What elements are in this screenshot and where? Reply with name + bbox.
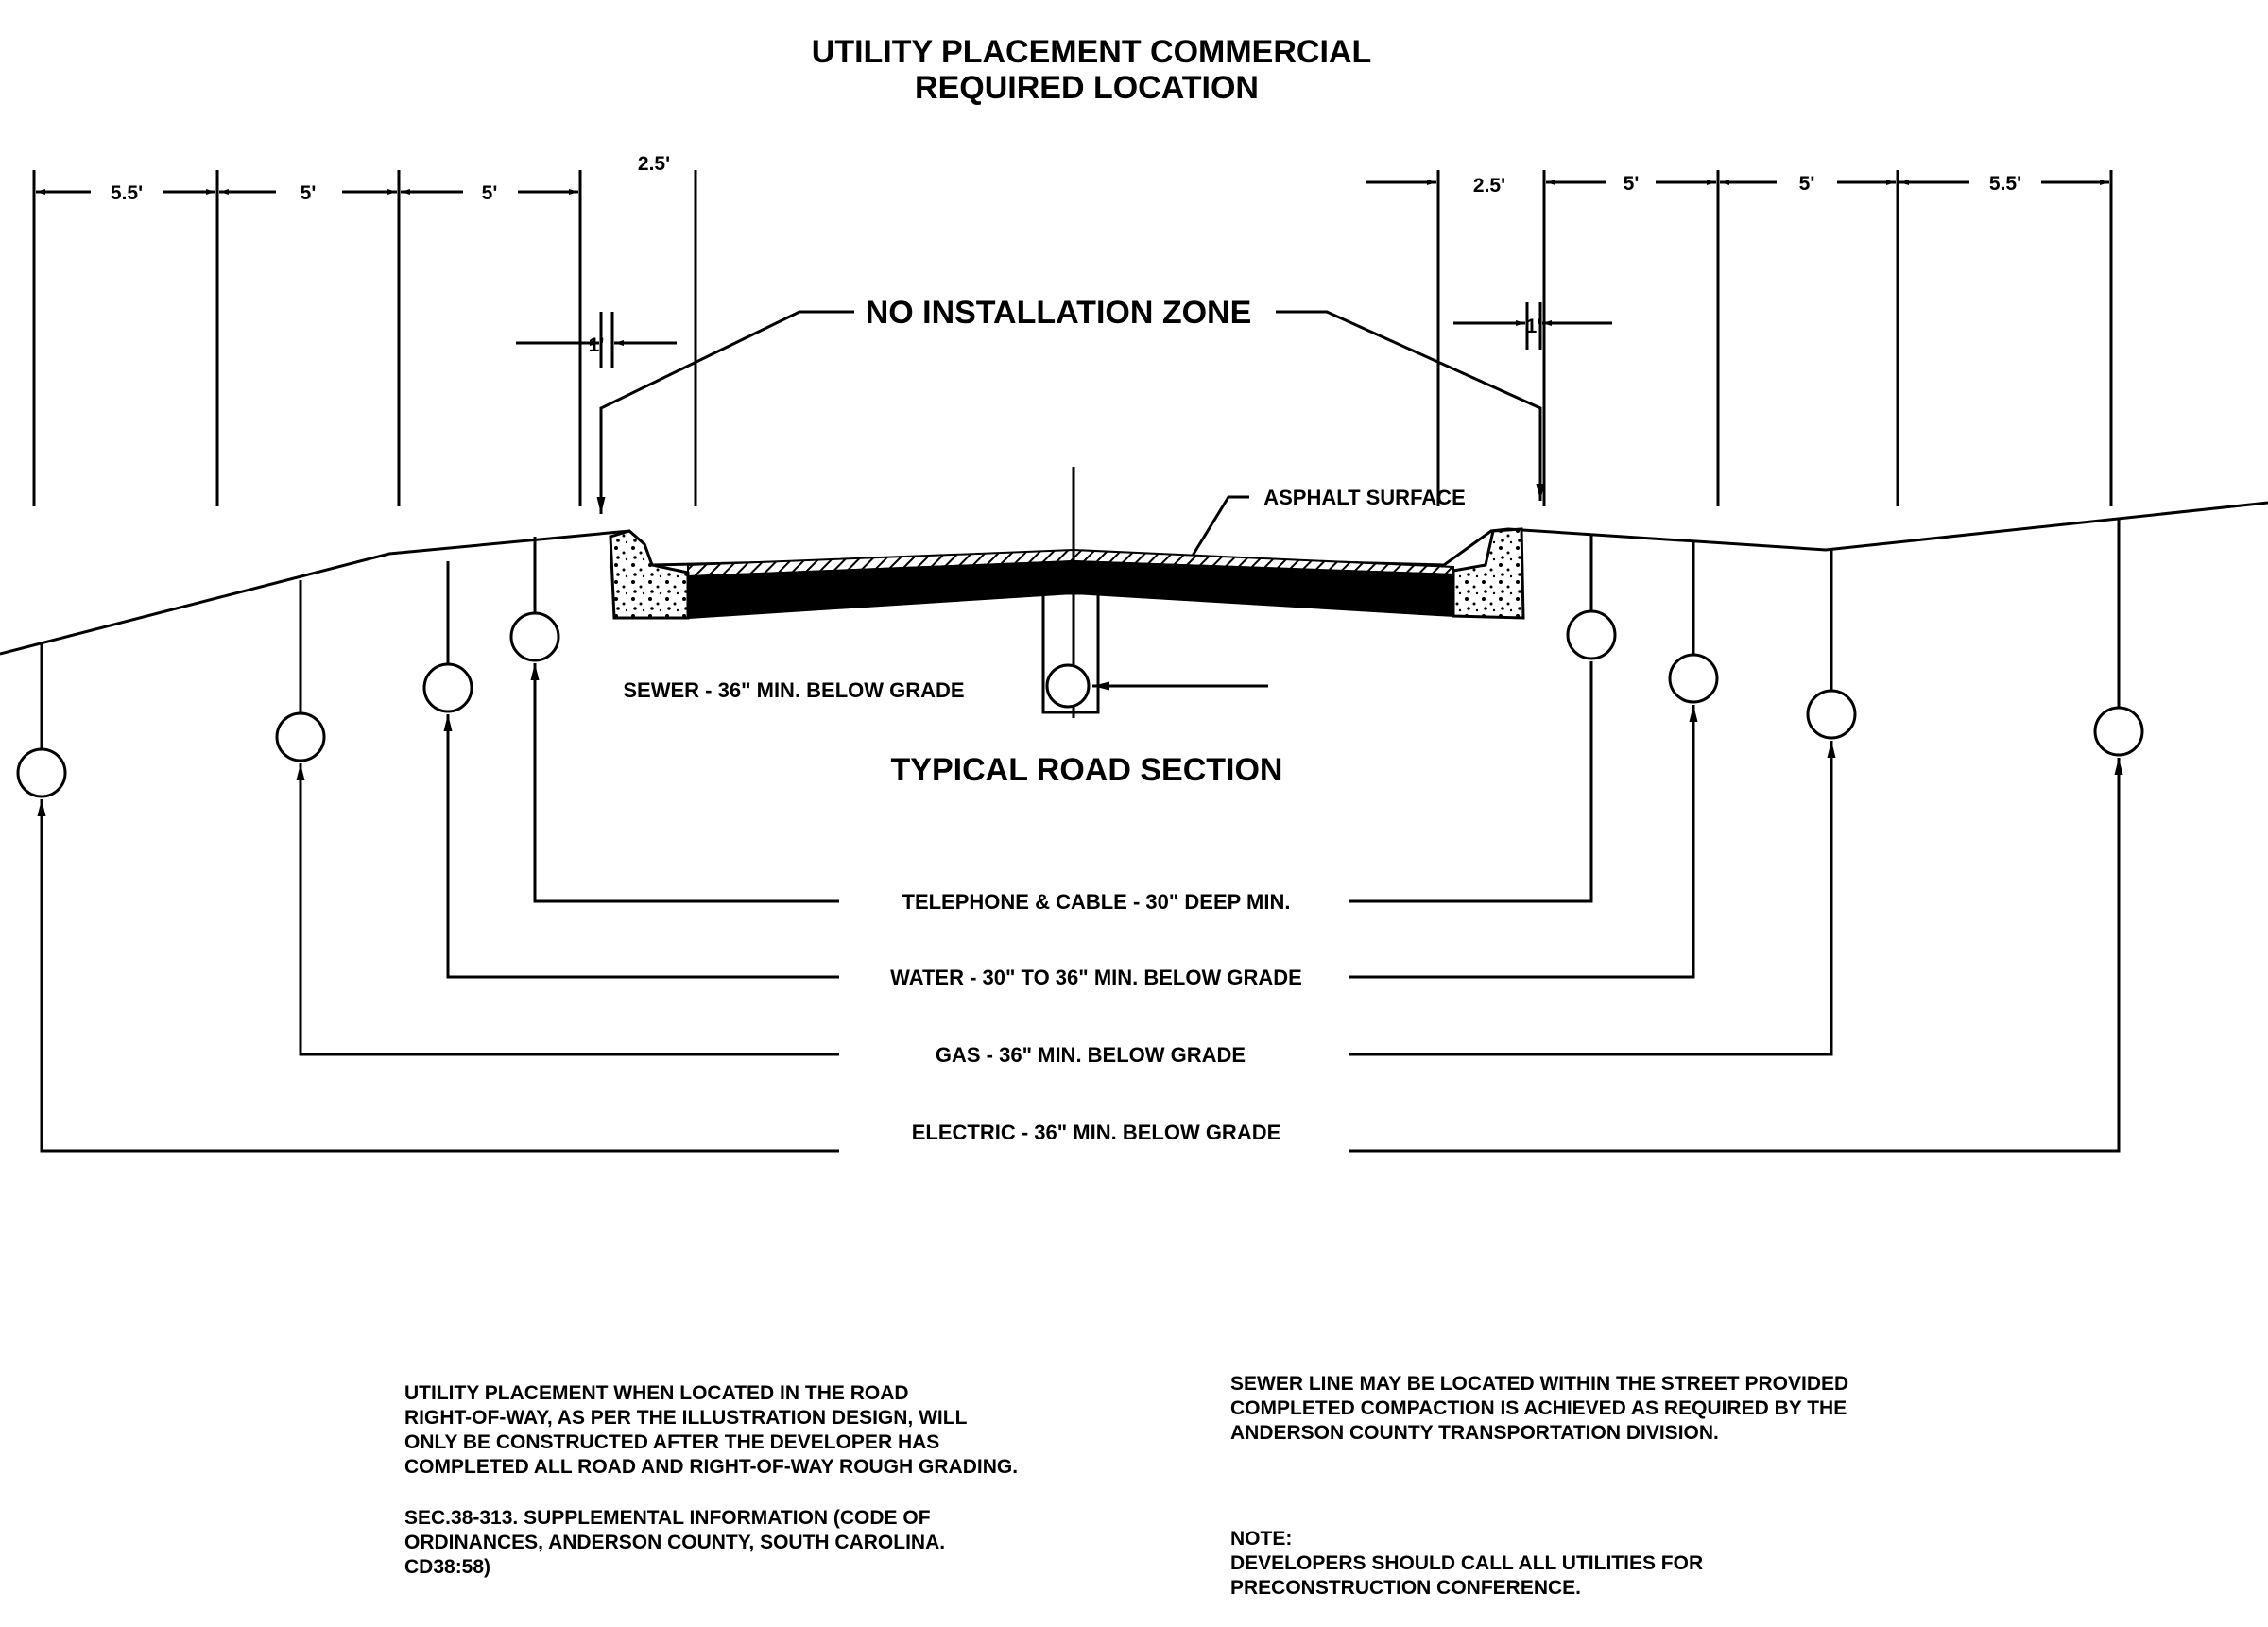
utility-leaders bbox=[37, 661, 2123, 1153]
road-section-diagram: UTILITY PLACEMENT COMMERCIAL REQUIRED LO… bbox=[0, 34, 2268, 1153]
dim-left-3: 5' bbox=[482, 182, 498, 204]
no-installation-zone-leaders bbox=[596, 310, 1545, 514]
asphalt-leader bbox=[1191, 495, 1249, 557]
telephone-label: TELEPHONE & CABLE - 30" DEEP MIN. bbox=[902, 890, 1291, 914]
dim-right-4: 5.5' bbox=[1989, 173, 2021, 195]
dim-right-2: 5' bbox=[1624, 173, 1640, 195]
note-code-reference: SEC.38-313. SUPPLEMENTAL INFORMATION (CO… bbox=[404, 1507, 946, 1578]
dim-right-3: 5' bbox=[1799, 173, 1815, 195]
utility-pipes bbox=[16, 520, 2144, 798]
title-line-2: REQUIRED LOCATION bbox=[915, 70, 1259, 106]
dim-left-4: 2.5' bbox=[638, 153, 670, 175]
typical-road-section-label: TYPICAL ROAD SECTION bbox=[891, 752, 1283, 788]
sewer-pipe bbox=[1045, 663, 1091, 709]
sewer-label: SEWER - 36" MIN. BELOW GRADE bbox=[623, 678, 964, 702]
offset-dimension-right bbox=[1453, 302, 1612, 350]
notes-right: SEWER LINE MAY BE LOCATED WITHIN THE STR… bbox=[1230, 1372, 2043, 1627]
asphalt-surface-label: ASPHALT SURFACE bbox=[1263, 486, 1466, 509]
dim-offset-right: 1' bbox=[1526, 316, 1542, 337]
title-line-1: UTILITY PLACEMENT COMMERCIAL bbox=[812, 34, 1371, 70]
electric-label: ELECTRIC - 36" MIN. BELOW GRADE bbox=[912, 1121, 1281, 1144]
water-label: WATER - 30" TO 36" MIN. BELOW GRADE bbox=[890, 966, 1302, 989]
note-utility-placement: UTILITY PLACEMENT WHEN LOCATED IN THE RO… bbox=[404, 1382, 1019, 1478]
gas-label: GAS - 36" MIN. BELOW GRADE bbox=[936, 1043, 1246, 1067]
note-sewer-line: SEWER LINE MAY BE LOCATED WITHIN THE STR… bbox=[1230, 1373, 1849, 1444]
dim-right-1: 2.5' bbox=[1473, 175, 1505, 197]
no-installation-zone-label: NO INSTALLATION ZONE bbox=[866, 295, 1252, 331]
dim-offset-left: 1' bbox=[589, 334, 605, 356]
note-call-utilities: NOTE: DEVELOPERS SHOULD CALL ALL UTILITI… bbox=[1230, 1528, 1704, 1599]
notes-left: UTILITY PLACEMENT WHEN LOCATED IN THE RO… bbox=[404, 1381, 1123, 1606]
dim-left-2: 5' bbox=[301, 182, 317, 204]
sewer-trench bbox=[1041, 591, 1100, 714]
dimension-arrows bbox=[36, 180, 2109, 195]
dimension-extension-lines bbox=[32, 170, 2113, 506]
dim-left-1: 5.5' bbox=[111, 182, 143, 204]
curb-right bbox=[1452, 527, 1525, 620]
curb-left bbox=[609, 529, 690, 620]
offset-dimension-left bbox=[516, 312, 677, 368]
